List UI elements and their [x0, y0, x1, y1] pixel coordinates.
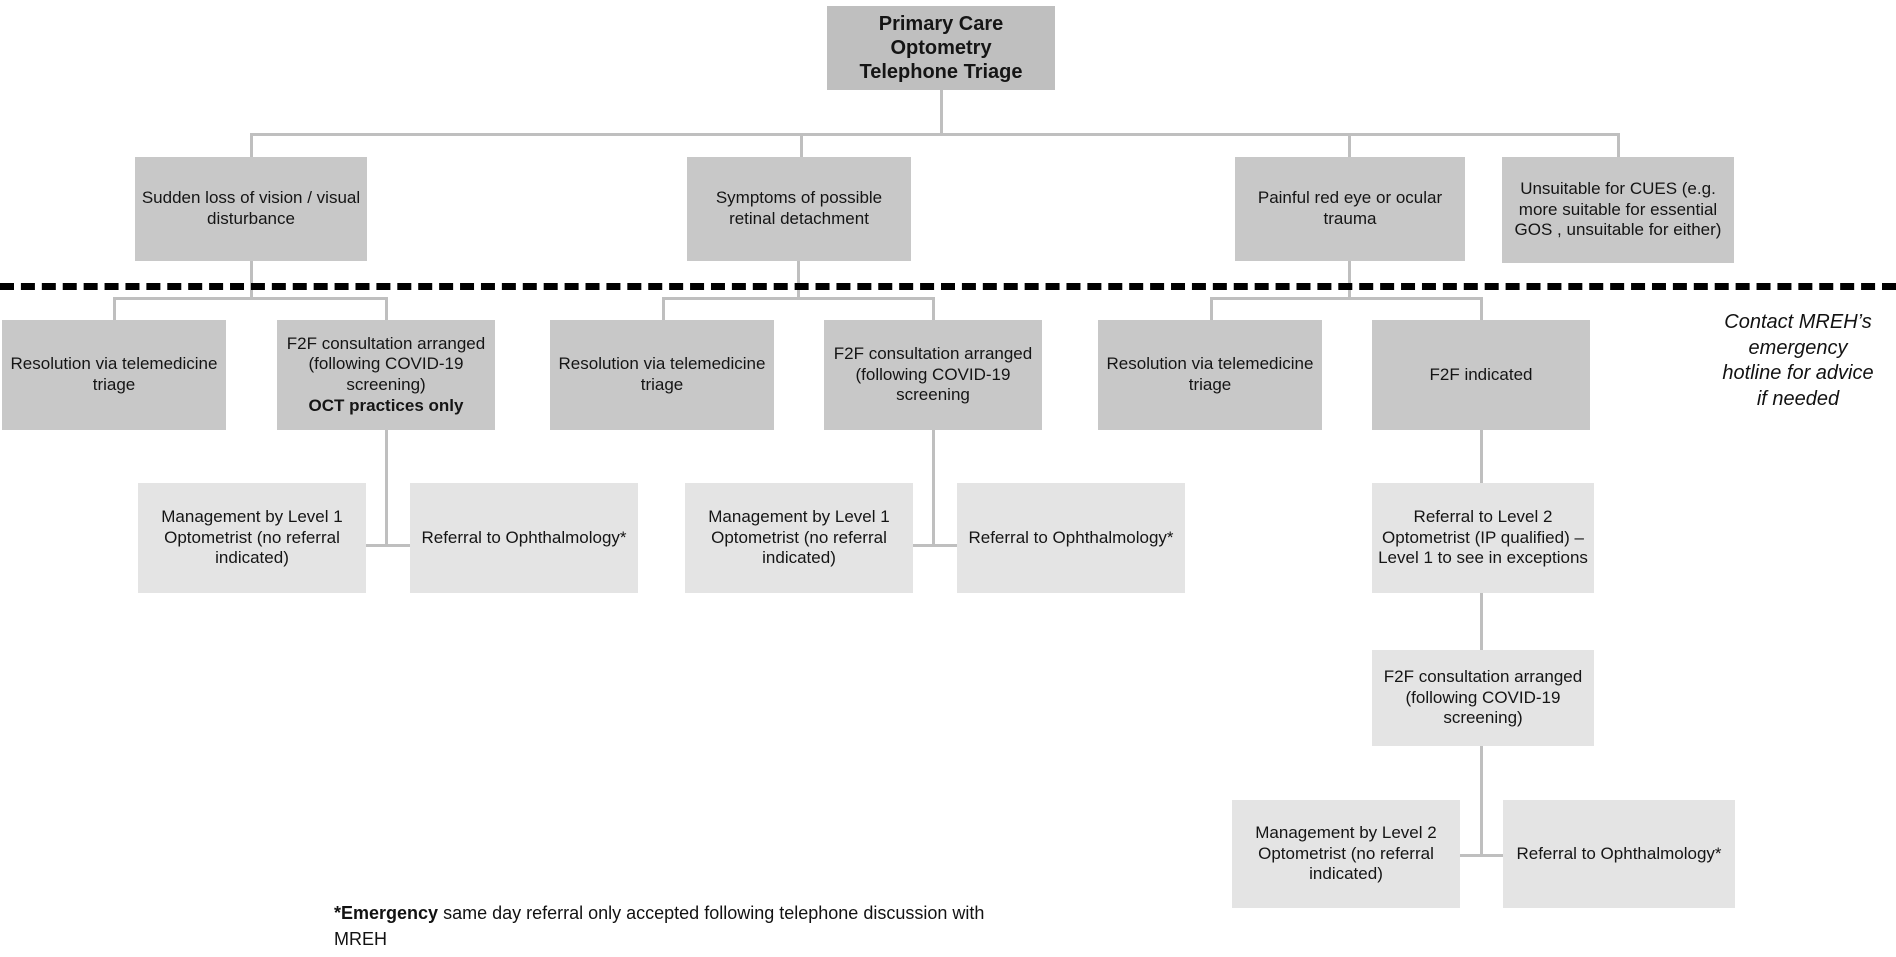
node-branch-a-management-level1-label: Management by Level 1 Optometrist (no re…	[161, 507, 343, 568]
side-note-contact-mreh: Contact MREH’s emergency hotline for adv…	[1700, 310, 1896, 412]
node-branch-c-resolution-label: Resolution via telemedicine triage	[1106, 354, 1314, 394]
connector-leg-b-resolution	[662, 297, 665, 321]
root-line-3: Telephone Triage	[859, 61, 1023, 84]
node-branch-a-referral-ophthalmology-label: Referral to Ophthalmology*	[421, 527, 627, 547]
side-note-line-4: if needed	[1756, 387, 1840, 410]
node-branch-c-f2f-indicated-label: F2F indicated	[1429, 364, 1533, 384]
footnote-emergency-referral: *Emergency same day referral only accept…	[334, 900, 1014, 952]
node-branch-b-referral-ophthalmology: Referral to Ophthalmology*	[957, 483, 1185, 593]
node-branch-c-referral-level2-optometrist: Referral to Level 2 Optometrist (IP qual…	[1372, 483, 1594, 593]
connector-c-row6-bar	[1457, 854, 1505, 857]
side-note-line-2: emergency	[1748, 336, 1848, 359]
node-branch-b-f2f-consultation: F2F consultation arranged (following COV…	[824, 320, 1042, 430]
node-sudden-loss-of-vision-label: Sudden loss of vision / visual disturban…	[141, 188, 361, 228]
connector-drop-painful-red-eye	[1348, 133, 1351, 158]
node-branch-a-f2f-main: F2F consultation arranged (following COV…	[286, 333, 486, 394]
connector-drop-retinal-detachment	[800, 133, 803, 158]
connector-leg-b-f2f	[932, 297, 935, 321]
node-branch-a-management-level1: Management by Level 1 Optometrist (no re…	[138, 483, 366, 593]
node-painful-red-eye-label: Painful red eye or ocular trauma	[1257, 188, 1443, 228]
footnote-text: same day referral only accepted followin…	[334, 903, 985, 950]
connector-b-f2f-stem	[932, 430, 935, 546]
footnote-marker: *Emergency	[334, 903, 439, 923]
connector-split-bar-branch-a	[113, 297, 388, 300]
node-branch-c-f2f-consultation-label: F2F consultation arranged (following COV…	[1383, 667, 1583, 728]
connector-split-bar-branch-c	[1210, 297, 1483, 300]
node-branch-b-management-level1-label: Management by Level 1 Optometrist (no re…	[708, 507, 890, 568]
connector-split-bar-branch-b	[662, 297, 935, 300]
node-sudden-loss-of-vision: Sudden loss of vision / visual disturban…	[135, 157, 367, 261]
connector-leg-c-resolution	[1210, 297, 1213, 321]
connector-leg-a-f2f	[385, 297, 388, 321]
node-branch-c-referral-level2-optometrist-label: Referral to Level 2 Optometrist (IP qual…	[1378, 507, 1588, 568]
connector-stem-painful-red-eye	[1348, 261, 1351, 299]
node-branch-c-referral-ophthalmology: Referral to Ophthalmology*	[1503, 800, 1735, 908]
dashed-separator-line	[0, 283, 1896, 290]
connector-c-f2f-to-referral-level2	[1480, 430, 1483, 484]
node-branch-a-resolution: Resolution via telemedicine triage	[2, 320, 226, 430]
node-branch-a-referral-ophthalmology: Referral to Ophthalmology*	[410, 483, 638, 593]
connector-leg-c-f2f	[1480, 297, 1483, 321]
root-line-2: Optometry	[890, 36, 992, 59]
node-branch-c-referral-ophthalmology-label: Referral to Ophthalmology*	[1516, 843, 1722, 863]
connector-root-distribution-bar	[250, 133, 1620, 136]
node-branch-a-resolution-label: Resolution via telemedicine triage	[10, 354, 218, 394]
connector-drop-unsuitable-cues	[1617, 133, 1620, 158]
node-root-primary-care-optometry-telephone-triage: Primary Care Optometry Telephone Triage	[827, 6, 1055, 90]
connector-stem-retinal-detachment	[797, 261, 800, 299]
node-branch-a-f2f-consultation: F2F consultation arranged (following COV…	[277, 320, 495, 430]
node-unsuitable-for-cues-label: Unsuitable for CUES (e.g. more suitable …	[1514, 179, 1722, 240]
node-branch-b-resolution: Resolution via telemedicine triage	[550, 320, 774, 430]
node-branch-b-f2f-label: F2F consultation arranged (following COV…	[833, 344, 1033, 405]
node-painful-red-eye: Painful red eye or ocular trauma	[1235, 157, 1465, 261]
node-branch-b-resolution-label: Resolution via telemedicine triage	[558, 354, 766, 394]
node-retinal-detachment: Symptoms of possible retinal detachment	[687, 157, 911, 261]
node-unsuitable-for-cues: Unsuitable for CUES (e.g. more suitable …	[1502, 157, 1734, 263]
connector-leg-a-resolution	[113, 297, 116, 321]
connector-root-stem	[940, 90, 943, 135]
node-branch-b-management-level1: Management by Level 1 Optometrist (no re…	[685, 483, 913, 593]
node-branch-c-management-level2-label: Management by Level 2 Optometrist (no re…	[1255, 823, 1437, 884]
root-line-1: Primary Care	[878, 12, 1004, 35]
connector-a-f2f-stem	[385, 430, 388, 546]
connector-drop-sudden-loss	[250, 133, 253, 158]
connector-b-row4-bar	[909, 544, 957, 547]
connector-stem-sudden-loss	[250, 261, 253, 299]
side-note-line-1: Contact MREH’s	[1724, 311, 1872, 333]
connector-c-referral-to-f2f-consultation	[1480, 593, 1483, 651]
connector-c-f2f-consultation-stem	[1480, 746, 1483, 856]
node-branch-a-f2f-bold: OCT practices only	[308, 395, 464, 415]
connector-a-row4-bar	[362, 544, 410, 547]
node-branch-c-f2f-consultation: F2F consultation arranged (following COV…	[1372, 650, 1594, 746]
node-branch-c-resolution: Resolution via telemedicine triage	[1098, 320, 1322, 430]
node-retinal-detachment-label: Symptoms of possible retinal detachment	[715, 188, 883, 228]
node-branch-b-referral-ophthalmology-label: Referral to Ophthalmology*	[968, 527, 1174, 547]
node-branch-c-f2f-indicated: F2F indicated	[1372, 320, 1590, 430]
node-branch-c-management-level2: Management by Level 2 Optometrist (no re…	[1232, 800, 1460, 908]
side-note-line-3: hotline for advice	[1722, 362, 1874, 385]
